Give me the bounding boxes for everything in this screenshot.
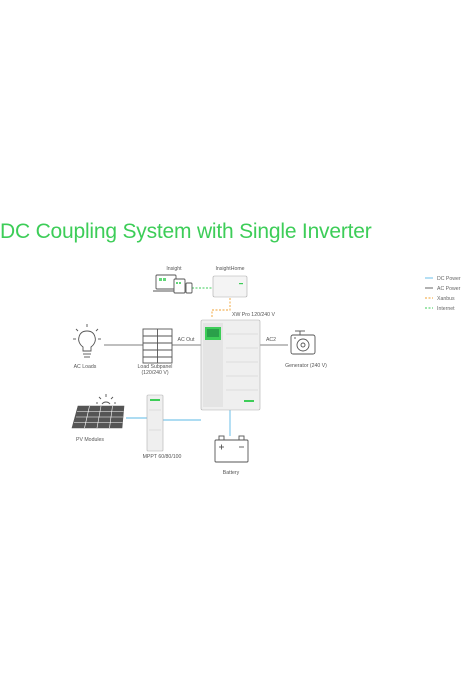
insighthome-device (212, 275, 248, 298)
battery-label: Battery (223, 470, 240, 476)
devices-screen (159, 278, 181, 284)
mppt-label: MPPT 60/80/100 (143, 454, 182, 460)
load-subpanel-voltage-label: (120/240 V) (141, 370, 168, 376)
insighthome-indicator (239, 283, 243, 285)
generator-label: Generator (240 V) (285, 363, 327, 369)
diagram-title: DC Coupling System with Single Inverter (0, 220, 372, 243)
solar-panel-icon (71, 405, 125, 429)
inverter-unit (200, 319, 261, 411)
inverter-label: XW Pro 120/240 V (232, 312, 276, 318)
legend-label-internet: Internet (437, 306, 455, 312)
lightbulb-icon (73, 324, 101, 358)
electrical-panel-icon (142, 328, 173, 364)
legend: DC Power AC Power Xanbus Internet (425, 276, 461, 312)
insighthome-label: InsightHome (215, 266, 244, 272)
legend-label-dc: DC Power (437, 276, 461, 282)
ac2-label: AC2 (266, 337, 276, 343)
pv-modules-label: PV Modules (76, 437, 104, 443)
legend-label-ac: AC Power (437, 286, 461, 292)
sun-icon (96, 394, 116, 405)
insight-label: Insight (166, 266, 182, 272)
load-subpanel-label: Load Subpanel (138, 364, 173, 370)
ac-out-label: AC Out (177, 337, 195, 343)
battery-icon (214, 435, 249, 463)
ac-loads-label: AC Loads (74, 364, 97, 370)
generator-icon (290, 330, 316, 355)
xanbus-link-inverter (211, 298, 231, 318)
mppt-unit (146, 394, 164, 452)
legend-label-xanbus: Xanbus (437, 296, 455, 302)
devices-icon (153, 274, 193, 294)
